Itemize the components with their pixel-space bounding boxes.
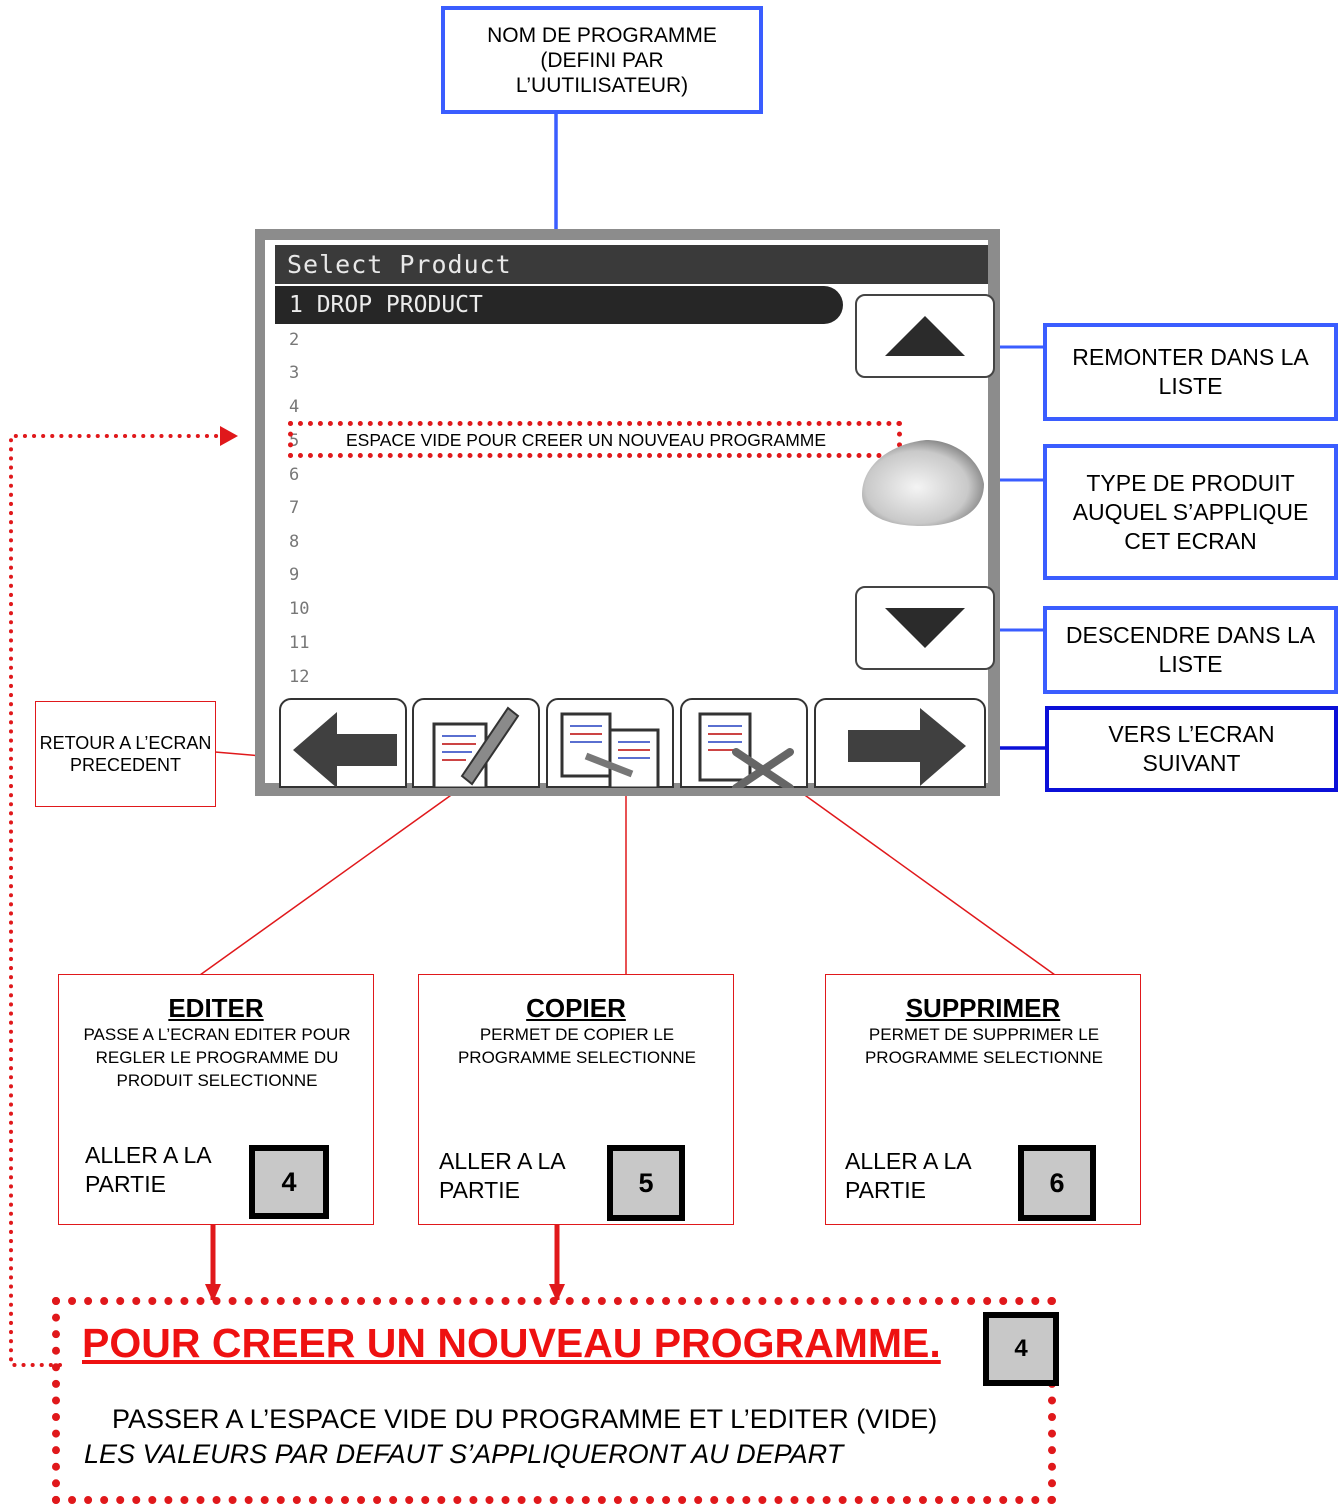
program-name-text: NOM DE PROGRAMME (DEFINI PAR L’UUTILISAT…	[487, 23, 717, 97]
next-button[interactable]	[814, 698, 986, 788]
copy-action-box: COPIER PERMET DE COPIER LE PROGRAMME SEL…	[418, 974, 734, 1225]
scroll-down-callout: DESCENDRE DANS LA LISTE	[1043, 606, 1338, 694]
new-program-section-badge: 4	[983, 1312, 1059, 1386]
screen-title: Select Product	[275, 245, 988, 284]
empty-slot-label: ESPACE VIDE POUR CREER UN NOUVEAU PROGRA…	[346, 430, 827, 450]
product-type-text: TYPE DE PRODUIT AUQUEL S’APPLIQUE CET EC…	[1072, 469, 1309, 554]
list-item[interactable]: 12	[289, 667, 310, 687]
delete-heading: SUPPRIMER	[905, 993, 1061, 1023]
scroll-down-button[interactable]	[855, 586, 995, 670]
copy-description: PERMET DE COPIER LE PROGRAMME SELECTIONN…	[457, 1025, 697, 1067]
empty-slot-loop-head	[220, 426, 238, 446]
list-item[interactable]: 8	[289, 532, 300, 552]
selected-product-row[interactable]: 1 DROP PRODUCT	[275, 286, 843, 324]
new-program-default-note: LES VALEURS PAR DEFAUT S’APPLIQUERONT AU…	[84, 1439, 844, 1469]
list-item[interactable]: 11	[289, 633, 310, 653]
scroll-down-text: DESCENDRE DANS LA LISTE	[1065, 622, 1316, 677]
next-screen-callout: VERS L’ECRAN SUIVANT	[1045, 706, 1338, 792]
program-name-callout: NOM DE PROGRAMME (DEFINI PAR L’UUTILISAT…	[441, 6, 763, 114]
scroll-up-text: REMONTER DANS LA LISTE	[1072, 344, 1309, 399]
scroll-up-callout: REMONTER DANS LA LISTE	[1043, 323, 1338, 421]
back-button[interactable]	[279, 698, 407, 788]
delete-action-box: SUPPRIMER PERMET DE SUPPRIMER LE PROGRAM…	[825, 974, 1141, 1225]
new-program-box	[52, 1297, 1056, 1504]
delete-document-icon	[698, 712, 794, 792]
copy-document-icon	[560, 712, 660, 790]
delete-description: PERMET DE SUPPRIMER LE PROGRAMME SELECTI…	[864, 1025, 1104, 1067]
list-item[interactable]: 9	[289, 565, 300, 585]
empty-slot-loop	[9, 434, 224, 1367]
edit-goto-label: ALLER A LA PARTIE	[85, 1142, 211, 1197]
triangle-down-icon	[885, 608, 965, 648]
copy-goto-label: ALLER A LA PARTIE	[439, 1148, 565, 1203]
edit-document-icon	[432, 706, 520, 790]
copy-button[interactable]	[546, 698, 674, 790]
list-item[interactable]: 2	[289, 330, 300, 350]
copy-heading: COPIER	[526, 993, 626, 1023]
list-item[interactable]: 6	[289, 465, 300, 485]
delete-goto-label: ALLER A LA PARTIE	[845, 1148, 971, 1203]
previous-screen-callout: RETOUR A L’ECRAN PRECEDENT	[35, 701, 216, 807]
edit-heading: EDITER	[168, 993, 264, 1023]
edit-section-badge: 4	[249, 1145, 329, 1219]
scroll-up-button[interactable]	[855, 294, 995, 378]
product-type-callout: TYPE DE PRODUIT AUQUEL S’APPLIQUE CET EC…	[1043, 444, 1338, 580]
list-item[interactable]: 4	[289, 397, 300, 417]
delete-section-badge: 6	[1018, 1145, 1096, 1221]
delete-leader	[786, 781, 1056, 976]
list-item[interactable]: 10	[289, 599, 310, 619]
edit-button[interactable]	[412, 698, 540, 790]
list-item[interactable]: 3	[289, 363, 300, 383]
new-program-title: POUR CREER UN NOUVEAU PROGRAMME.	[82, 1320, 941, 1366]
arrow-right-icon	[848, 708, 966, 786]
delete-button[interactable]	[680, 698, 808, 792]
empty-slot-highlight	[288, 421, 902, 458]
previous-screen-text: RETOUR A L’ECRAN PRECEDENT	[39, 733, 212, 775]
arrow-left-icon	[293, 712, 397, 788]
product-type-icon	[858, 432, 988, 532]
triangle-up-icon	[885, 316, 965, 356]
list-item[interactable]: 5	[289, 431, 300, 451]
edit-action-box: EDITER PASSE A L’ECRAN EDITER POUR REGLE…	[58, 974, 374, 1225]
edit-leader	[199, 781, 470, 976]
new-program-instruction: PASSER A L’ESPACE VIDE DU PROGRAMME ET L…	[112, 1404, 938, 1434]
copy-section-badge: 5	[607, 1145, 685, 1221]
next-screen-text: VERS L’ECRAN SUIVANT	[1108, 721, 1275, 776]
edit-description: PASSE A L’ECRAN EDITER POUR REGLER LE PR…	[83, 1025, 351, 1090]
list-item[interactable]: 7	[289, 498, 300, 518]
